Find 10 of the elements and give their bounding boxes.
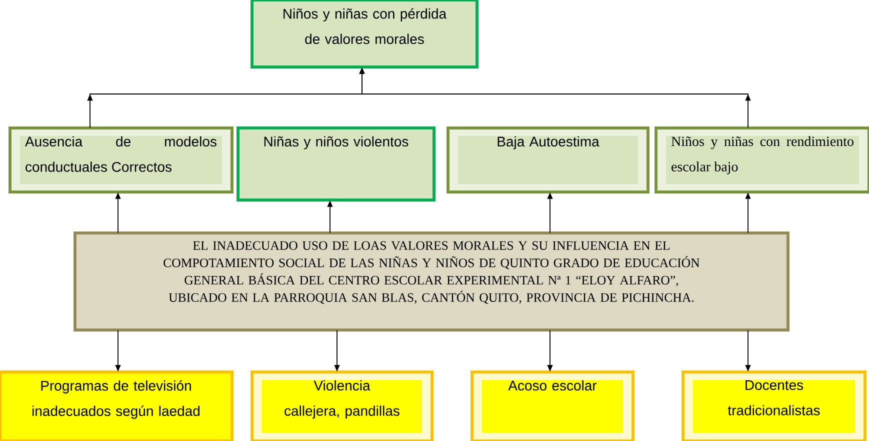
effect-box: Baja Autoestima	[446, 126, 650, 194]
cause-box: Violencia callejera, pandillas	[250, 370, 434, 441]
cause-box: Acoso escolar	[470, 370, 634, 441]
effect-box: Niños y niñas con rendimiento escolar bajo	[654, 126, 869, 194]
effect-box: Niñas y niños violentos	[236, 126, 436, 202]
cause-box: Programas de televisión inadecuados según laedad	[0, 370, 234, 441]
effect-box: Ausencia de modelos conductuales Correctos	[8, 126, 234, 194]
effect-box: Niños y niñas con pérdida de valores morales	[250, 0, 478, 68]
problem-box: EL INADECUADO USO DE LOAS VALORES MORALES Y SU INFLUENCIA EN EL COMPOTAMIENTO SOCIAL DE LAS NIÑAS Y NIÑOS DE QUINTO GRADO DE EDUCACIÓN GENERAL BÁSICA DEL CENTRO ESCOLAR EXPERIMENTAL Nª 1 “ELOY ALFARO”, UBICADO EN LA PARROQUIA SAN BLAS, CANTÓN QUITO, PROVINCIA DE PICHINCHA.	[74, 232, 790, 332]
cause-box: Docentes tradicionalistas	[682, 370, 866, 441]
